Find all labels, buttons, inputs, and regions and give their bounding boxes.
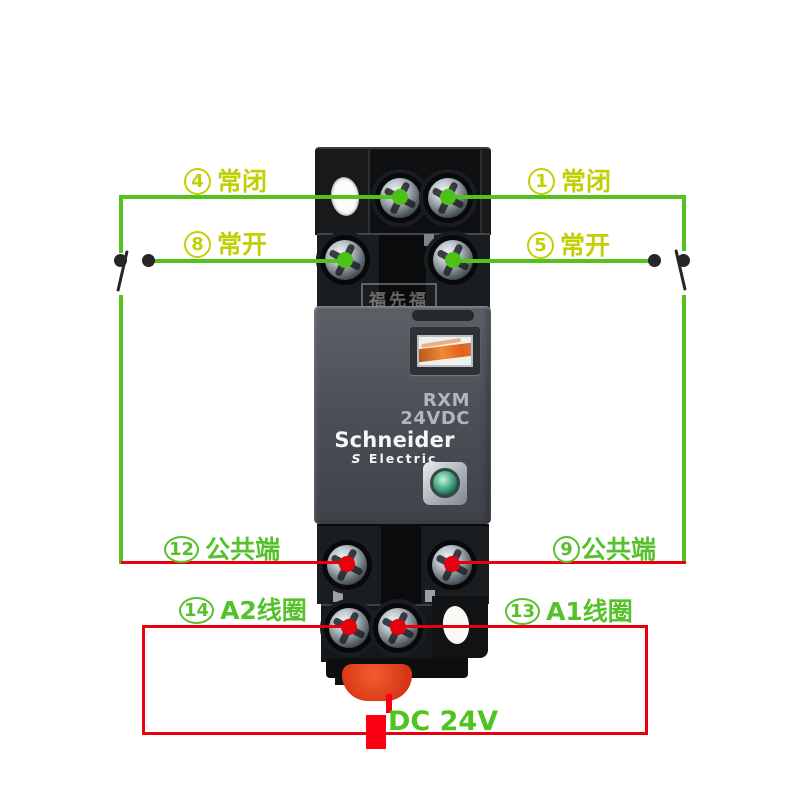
switch-contact-dot [648,254,661,267]
model-name: RXM [422,390,470,411]
retaining-clip [342,664,412,701]
circled-number: 9 [553,536,580,563]
label-com-right: 9 公共端 [553,536,656,563]
terminal-dot-13 [390,619,406,635]
label-text: 常闭 [217,167,268,196]
label-text: 公共端 [581,535,657,564]
brand-sub: S Electric [351,451,438,466]
indicator-window [410,327,480,375]
label-nc-right: 1 常闭 [528,168,611,195]
label-text: 常闭 [561,167,612,196]
label-coil-a1: 13 A1线圈 [505,598,633,625]
wire-nc-right [448,195,686,199]
battery-plate-thick [366,715,386,749]
circled-number: 5 [527,232,554,259]
terminal-dot-5 [445,252,461,268]
wire-left-vertical-lower [119,295,123,564]
label-text: 常开 [217,230,268,259]
label-no-left: 8 常开 [184,231,267,258]
circled-number: 8 [184,231,211,258]
label-no-right: 5 常开 [527,232,610,259]
wire-coil-a1 [396,625,648,628]
label-text: 常开 [560,231,611,260]
wire-right-vertical-lower [682,295,686,564]
terminal-dot-12 [339,556,355,572]
label-text: A1线圈 [546,597,633,626]
label-coil-a2: 14 A2线圈 [179,597,307,624]
circled-number: 13 [505,598,541,625]
switch-contact-dot [142,254,155,267]
relay-body: RXM 24VDC Schneider S Electric [314,306,491,524]
label-text: 公共端 [205,535,281,564]
wire-coil-bottom [142,732,648,735]
terminal-dot-9 [444,556,460,572]
socket-clip-tab [425,590,435,602]
wire-coil-left-vertical [142,625,145,735]
wire-coil-right-vertical [645,625,648,735]
wire-no-left [149,259,347,263]
circled-number: 14 [179,597,215,624]
switch-contact-dot [114,254,127,267]
vent-slot [412,310,474,321]
terminal-dot-1 [440,189,456,205]
model-voltage: 24VDC [400,408,470,429]
model-text: RXM 24VDC [400,392,470,428]
wire-no-right [451,259,657,263]
wire-coil-a2 [142,625,352,628]
switch-contact-dot [677,254,690,267]
wire-com-left [121,561,348,564]
circled-number: 4 [184,168,211,195]
indicator-window-inner [417,335,473,367]
socket-clip-tab [333,590,343,602]
terminal-dot-8 [337,252,353,268]
socket-clip-tab [424,234,434,246]
label-nc-left: 4 常闭 [184,168,267,195]
wire-left-vertical-upper [119,195,123,253]
wire-right-vertical-upper [682,195,686,251]
terminal-dot-4 [392,189,408,205]
circled-number: 1 [528,168,555,195]
label-com-left: 12 公共端 [164,536,280,563]
brand-name: Schneider [334,428,455,452]
led-indicator [423,462,467,505]
battery-plate-thin [386,694,392,713]
power-label: DC 24V [388,706,499,737]
socket-clip-tab [331,234,341,246]
circled-number: 12 [164,536,200,563]
brand-logo: Schneider S Electric [314,430,475,466]
label-text: A2线圈 [220,596,307,625]
terminal-dot-14 [341,619,357,635]
wire-nc-left [121,195,402,199]
